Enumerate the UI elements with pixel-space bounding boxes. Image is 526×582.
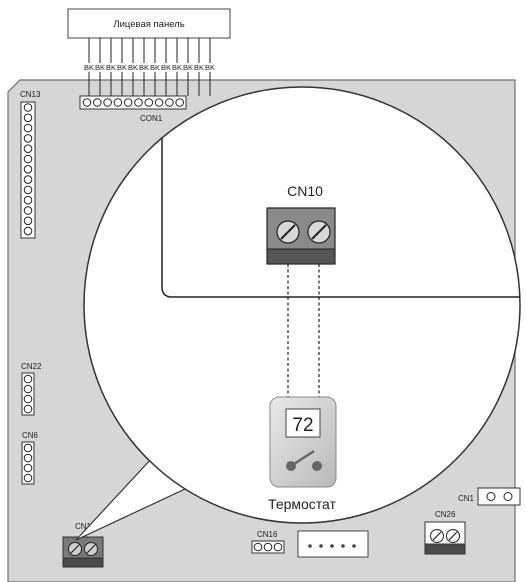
cn16-connector xyxy=(251,540,285,554)
thermostat-switch-pin-2 xyxy=(312,461,322,471)
cn13-connector xyxy=(20,101,36,239)
thermostat-display-value: 72 xyxy=(292,415,313,436)
cn13-pin xyxy=(23,154,33,164)
cn22-connector xyxy=(21,372,35,416)
cn16-pin xyxy=(253,542,263,552)
top-connector-pin xyxy=(134,98,143,107)
five-pin-header-pins xyxy=(308,544,356,548)
cn6-pin xyxy=(23,473,33,483)
top-connector-pin xyxy=(154,98,164,107)
wire-label: BK xyxy=(150,63,160,72)
cn13-pin xyxy=(23,144,33,153)
cn13-pin xyxy=(23,113,33,123)
top-connector-pin xyxy=(113,98,123,107)
top-connector-pin xyxy=(82,98,92,107)
five-pin-dot xyxy=(330,544,334,548)
five-pin-dot xyxy=(319,544,323,548)
wire-label: BK xyxy=(194,63,204,72)
wire-label: BK xyxy=(172,63,182,72)
cn6-connector xyxy=(21,441,35,485)
cn13-pin xyxy=(23,185,33,195)
top-connector-pin xyxy=(165,98,174,107)
top-connector-pin xyxy=(123,98,133,107)
cn16-pin xyxy=(273,542,283,552)
cn13-pin xyxy=(23,226,33,236)
cn13-pin xyxy=(23,175,33,184)
cn22-label: CN22 xyxy=(21,362,42,371)
wire-label: BK xyxy=(84,63,94,72)
cn13-pin xyxy=(23,195,33,205)
wire-label: BK xyxy=(139,63,149,72)
thermostat-label: Термостат xyxy=(268,496,336,512)
wire-label: BK xyxy=(117,63,127,72)
cn1-connector xyxy=(477,487,521,506)
top-connector-pin xyxy=(175,98,184,107)
cn22-pins-housing xyxy=(21,372,35,416)
cn1-label: CN1 xyxy=(458,494,475,503)
cn16-label: CN16 xyxy=(257,530,278,539)
cn22-pin xyxy=(23,384,33,394)
zoom-board-edge xyxy=(161,87,520,298)
cn1-pin-2 xyxy=(503,492,513,501)
cn6-pin xyxy=(23,463,33,473)
cn13-pin xyxy=(23,103,33,112)
five-pin-dot xyxy=(352,544,356,548)
cn6-pin xyxy=(23,443,33,453)
cn13-pin xyxy=(23,165,33,174)
cn6-pin xyxy=(23,453,33,463)
zoom-cn10-base xyxy=(266,248,336,265)
top-connector-label: CON1 xyxy=(140,114,163,123)
thermostat-display xyxy=(285,408,321,438)
wire-label: BK xyxy=(128,63,138,72)
wire-label: BK xyxy=(95,63,105,72)
cn26-base xyxy=(424,543,466,555)
cn26-label: CN26 xyxy=(435,510,456,519)
cn6-pins-housing xyxy=(21,441,35,485)
cn13-label: CN13 xyxy=(20,90,41,99)
five-pin-dot xyxy=(341,544,345,548)
cn10-small-base xyxy=(62,557,104,568)
top-connector-pin xyxy=(144,98,154,107)
cn22-pin xyxy=(23,404,33,414)
wire-label: BK xyxy=(106,63,116,72)
cn6-label: CN6 xyxy=(22,431,39,440)
cn13-pin xyxy=(23,123,33,133)
cn10-small-label: CN10 xyxy=(75,522,96,531)
cn22-pin xyxy=(23,394,33,404)
top-connector-pin xyxy=(93,98,102,107)
thermostat-switch-lever xyxy=(290,449,315,468)
wire-label: BK xyxy=(161,63,171,72)
five-pin-header xyxy=(297,530,369,558)
front-panel-box xyxy=(67,8,231,39)
zoom-circle xyxy=(83,86,521,524)
five-pin-dot xyxy=(308,544,312,548)
cn16-pin xyxy=(263,542,273,552)
wire-label: BK xyxy=(183,63,193,72)
cn13-pin xyxy=(23,216,33,226)
zoom-content: CN10 72 Термостат xyxy=(161,87,520,512)
cn13-pin xyxy=(23,134,33,143)
front-panel-label: Лицевая панель xyxy=(113,19,184,30)
cn22-pin xyxy=(23,374,33,384)
zoom-connector-label: CN10 xyxy=(287,183,323,199)
top-connector xyxy=(79,95,187,110)
wire-label: BK xyxy=(205,63,215,72)
cn13-pin xyxy=(23,206,33,215)
top-connector-pin xyxy=(103,98,112,107)
cn1-pin-1 xyxy=(486,492,496,501)
